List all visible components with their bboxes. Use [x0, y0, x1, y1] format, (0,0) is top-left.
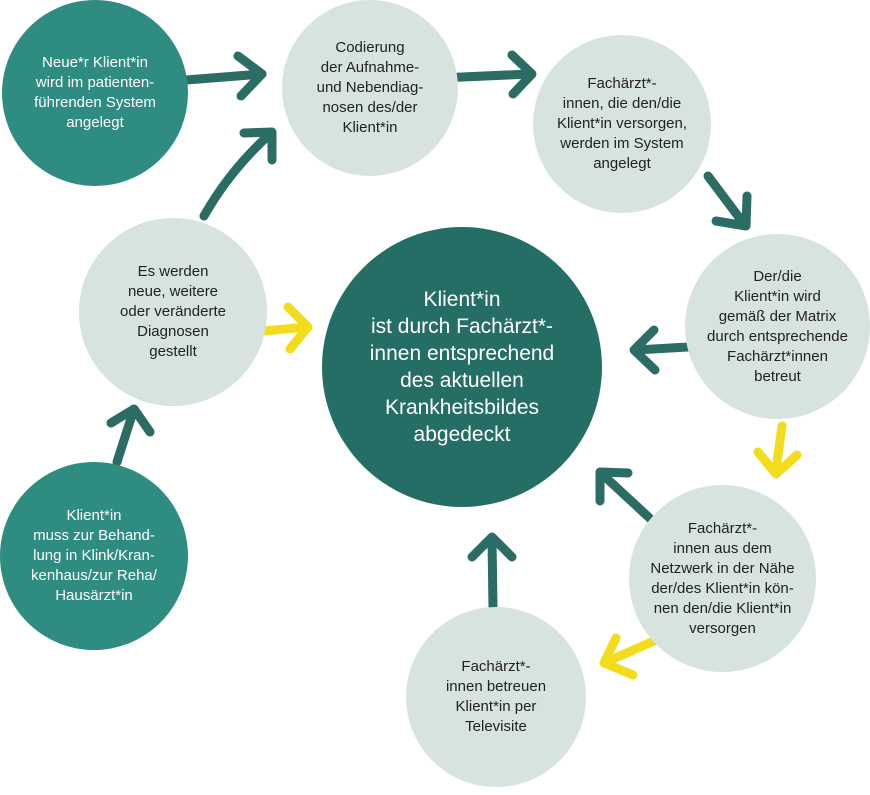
arrow-network-to-center [595, 467, 661, 529]
node-new-diagnoses: Es werden neue, weitere oder veränderte … [79, 218, 267, 406]
node-network-text: Fachärzt*- innen aus dem Netzwerk in der… [650, 519, 795, 637]
node-new-diagnoses-text: Es werden neue, weitere oder veränderte … [120, 263, 226, 360]
node-matrix: Der/die Klient*in wird gemäß der Matrix … [685, 234, 870, 419]
node-televisit-text: Fachärzt*- innen betreuen Klient*in per … [445, 658, 547, 735]
arrow-diagnoses-to-center [259, 302, 313, 354]
node-specialists-created: Fachärzt*- innen, die den/die Klient*in … [533, 35, 711, 213]
node-specialists-created-text: Fachärzt*- innen, die den/die Klient*in … [556, 75, 688, 172]
center-node-text: Klient*in ist durch Fachärzt*- innen ent… [369, 288, 555, 446]
arrow-hospital-to-diagnoses [106, 404, 155, 467]
node-televisit: Fachärzt*- innen betreuen Klient*in per … [406, 607, 586, 787]
arrow-diagnoses-to-coding [199, 127, 277, 221]
arrow-matrix-to-center [629, 325, 693, 375]
arrow-network-to-televisit [599, 633, 661, 680]
arrow-specialists-to-matrix [703, 171, 752, 231]
arrow-televisit-to-center [467, 532, 517, 613]
arrow-new-client-to-coding [181, 51, 267, 101]
node-new-client-text: Neue*r Klient*in wird im patienten- führ… [34, 54, 156, 131]
node-network: Fachärzt*- innen aus dem Netzwerk in der… [629, 485, 816, 672]
node-coding: Codierung der Aufnahme- und Nebendiag- n… [282, 0, 458, 176]
arrow-matrix-to-network [753, 421, 802, 479]
node-coding-text: Codierung der Aufnahme- und Nebendiag- n… [316, 39, 424, 136]
node-hospital: Klient*in muss zur Behand- lung in Klink… [0, 462, 188, 650]
node-new-client: Neue*r Klient*in wird im patienten- führ… [2, 0, 188, 186]
node-hospital-text: Klient*in muss zur Behand- lung in Klink… [31, 507, 157, 604]
center-node: Klient*in ist durch Fachärzt*- innen ent… [322, 227, 602, 507]
node-matrix-text: Der/die Klient*in wird gemäß der Matrix … [707, 267, 848, 385]
